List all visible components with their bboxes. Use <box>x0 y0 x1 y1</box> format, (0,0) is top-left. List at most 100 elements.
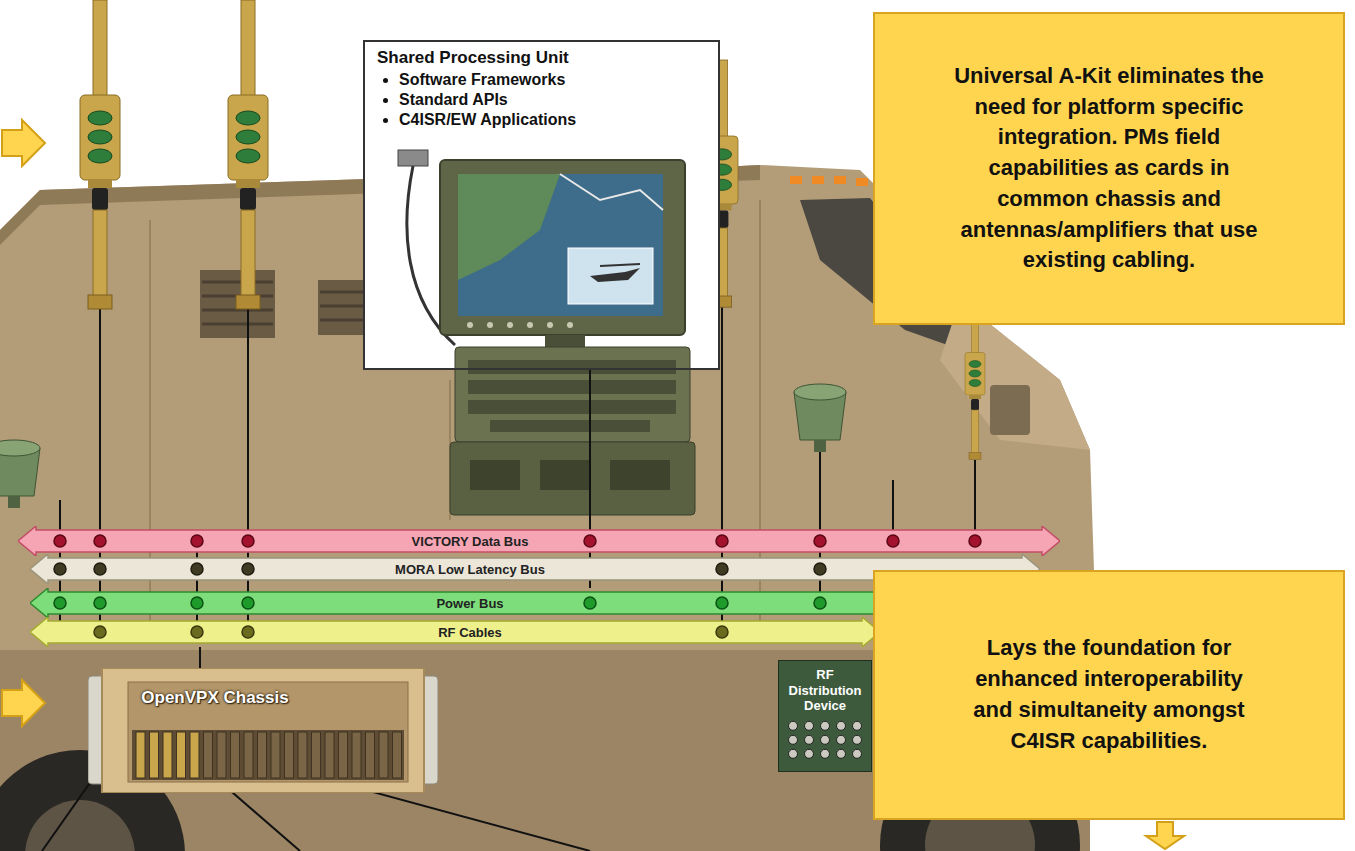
processing-unit-illustration <box>458 174 663 316</box>
processing-unit-illustration <box>610 460 670 490</box>
processing-unit-illustration <box>547 322 553 328</box>
chassis-part <box>285 732 294 778</box>
bus-tap-dot <box>191 597 203 609</box>
chassis-part <box>136 732 145 778</box>
chassis-part <box>150 732 159 778</box>
bus-tap-dot <box>814 535 826 547</box>
chassis-part <box>190 732 199 778</box>
processing-unit-illustration <box>507 322 513 328</box>
processing-unit-illustration <box>468 360 676 432</box>
bus-tap-dot <box>814 597 826 609</box>
rf-distribution-box: RF Distribution Device <box>778 660 872 772</box>
rf-connector <box>821 721 830 730</box>
bus-label: VICTORY Data Bus <box>412 534 529 549</box>
antennas <box>965 305 985 460</box>
processing-unit-illustration <box>545 335 585 347</box>
chassis-part <box>102 668 424 793</box>
antennas <box>80 0 120 309</box>
vehicle-illustration <box>856 178 868 186</box>
bus-tap-dot <box>814 563 826 575</box>
bus-connector <box>199 647 201 668</box>
bus-tap-dot <box>242 597 254 609</box>
processing-unit-illustration <box>568 248 653 304</box>
processing-unit-illustration <box>363 40 720 515</box>
bus-arrow <box>18 526 1060 556</box>
rf-connector <box>853 735 862 744</box>
processing-unit-illustration <box>468 400 676 414</box>
chassis-part <box>352 732 361 778</box>
rf-connector <box>821 749 830 758</box>
vehicle-illustration <box>790 176 802 184</box>
vehicle-illustration <box>812 176 824 184</box>
bullet-item: Standard APIs <box>399 90 706 110</box>
processing-unit-illustration <box>363 40 720 370</box>
processing-unit-illustration <box>468 360 676 374</box>
processing-unit-box: Shared Processing UnitSoftware Framework… <box>363 40 720 370</box>
chassis-part <box>163 732 172 778</box>
processing-unit-illustration <box>398 150 428 166</box>
processing-unit-illustration <box>467 322 573 328</box>
data-bus-band: VICTORY Data Bus <box>18 526 1060 556</box>
wire-lines <box>196 541 198 632</box>
processing-unit-illustration <box>560 174 663 210</box>
vehicle-illustration <box>25 800 135 851</box>
rf-connector <box>853 749 862 758</box>
bus-tap-dot <box>94 626 106 638</box>
bus-tap-dot <box>716 597 728 609</box>
chassis-part <box>204 732 213 778</box>
rf-connector <box>837 735 846 744</box>
bus-arrow-shape <box>18 526 1060 556</box>
bus-tap-dot <box>716 626 728 638</box>
antennas <box>794 384 846 452</box>
processing-unit-illustration <box>440 160 685 335</box>
rf-connector <box>837 749 846 758</box>
pointer-arrows <box>2 120 45 166</box>
bus-tap-dot <box>94 597 106 609</box>
chassis-part <box>366 732 375 778</box>
chassis-part <box>379 732 388 778</box>
chassis-part <box>132 730 404 780</box>
bus-arrow <box>30 617 880 647</box>
chassis-part <box>393 732 402 778</box>
rf-connector <box>853 721 862 730</box>
vehicle-illustration <box>790 176 868 186</box>
chassis-box: OpenVPX Chassis <box>88 668 438 793</box>
processing-unit-illustration <box>450 442 695 515</box>
bus-tap-dot <box>584 597 596 609</box>
chassis-shape <box>88 668 438 793</box>
callout-box: Lays the foundation for enhanced interop… <box>873 570 1345 820</box>
chassis-part <box>325 732 334 778</box>
pointer-arrows <box>2 680 45 726</box>
rf-connector <box>805 721 814 730</box>
processing-unit-illustration <box>600 264 640 266</box>
processing-unit-illustration <box>470 460 520 490</box>
wire-lines <box>99 309 101 640</box>
bus-tap-dot <box>54 597 66 609</box>
vehicle-illustration <box>834 176 846 184</box>
rf-connector <box>805 749 814 758</box>
bus-tap-dot <box>716 535 728 547</box>
bus-connector <box>589 370 591 588</box>
wire-lines <box>721 307 723 640</box>
bus-tap-dot <box>584 535 596 547</box>
device-label: RF Distribution Device <box>781 667 869 714</box>
rf-connector <box>789 735 798 744</box>
rf-connector <box>789 721 798 730</box>
antennas <box>0 0 985 508</box>
bullet-list: Software FrameworksStandard APIsC4ISR/EW… <box>377 70 706 130</box>
bus-tap-dot <box>716 563 728 575</box>
wire-lines <box>974 460 976 541</box>
chassis-part <box>217 732 226 778</box>
bullet-item: Software Frameworks <box>399 70 706 90</box>
rf-cable-band: RF Cables <box>30 617 880 647</box>
bus-tap-dot <box>54 535 66 547</box>
callout-text: Lays the foundation for enhanced interop… <box>967 633 1251 756</box>
processing-unit-illustration <box>540 460 590 490</box>
bus-tap-dot <box>94 563 106 575</box>
processing-unit-illustration <box>490 420 650 432</box>
vehicle-illustration <box>202 323 273 326</box>
callout-box: Universal A-Kit eliminates the need for … <box>873 12 1345 325</box>
bus-tap-dot <box>94 535 106 547</box>
bus-label: RF Cables <box>438 625 502 640</box>
bus-tap-dot <box>191 535 203 547</box>
